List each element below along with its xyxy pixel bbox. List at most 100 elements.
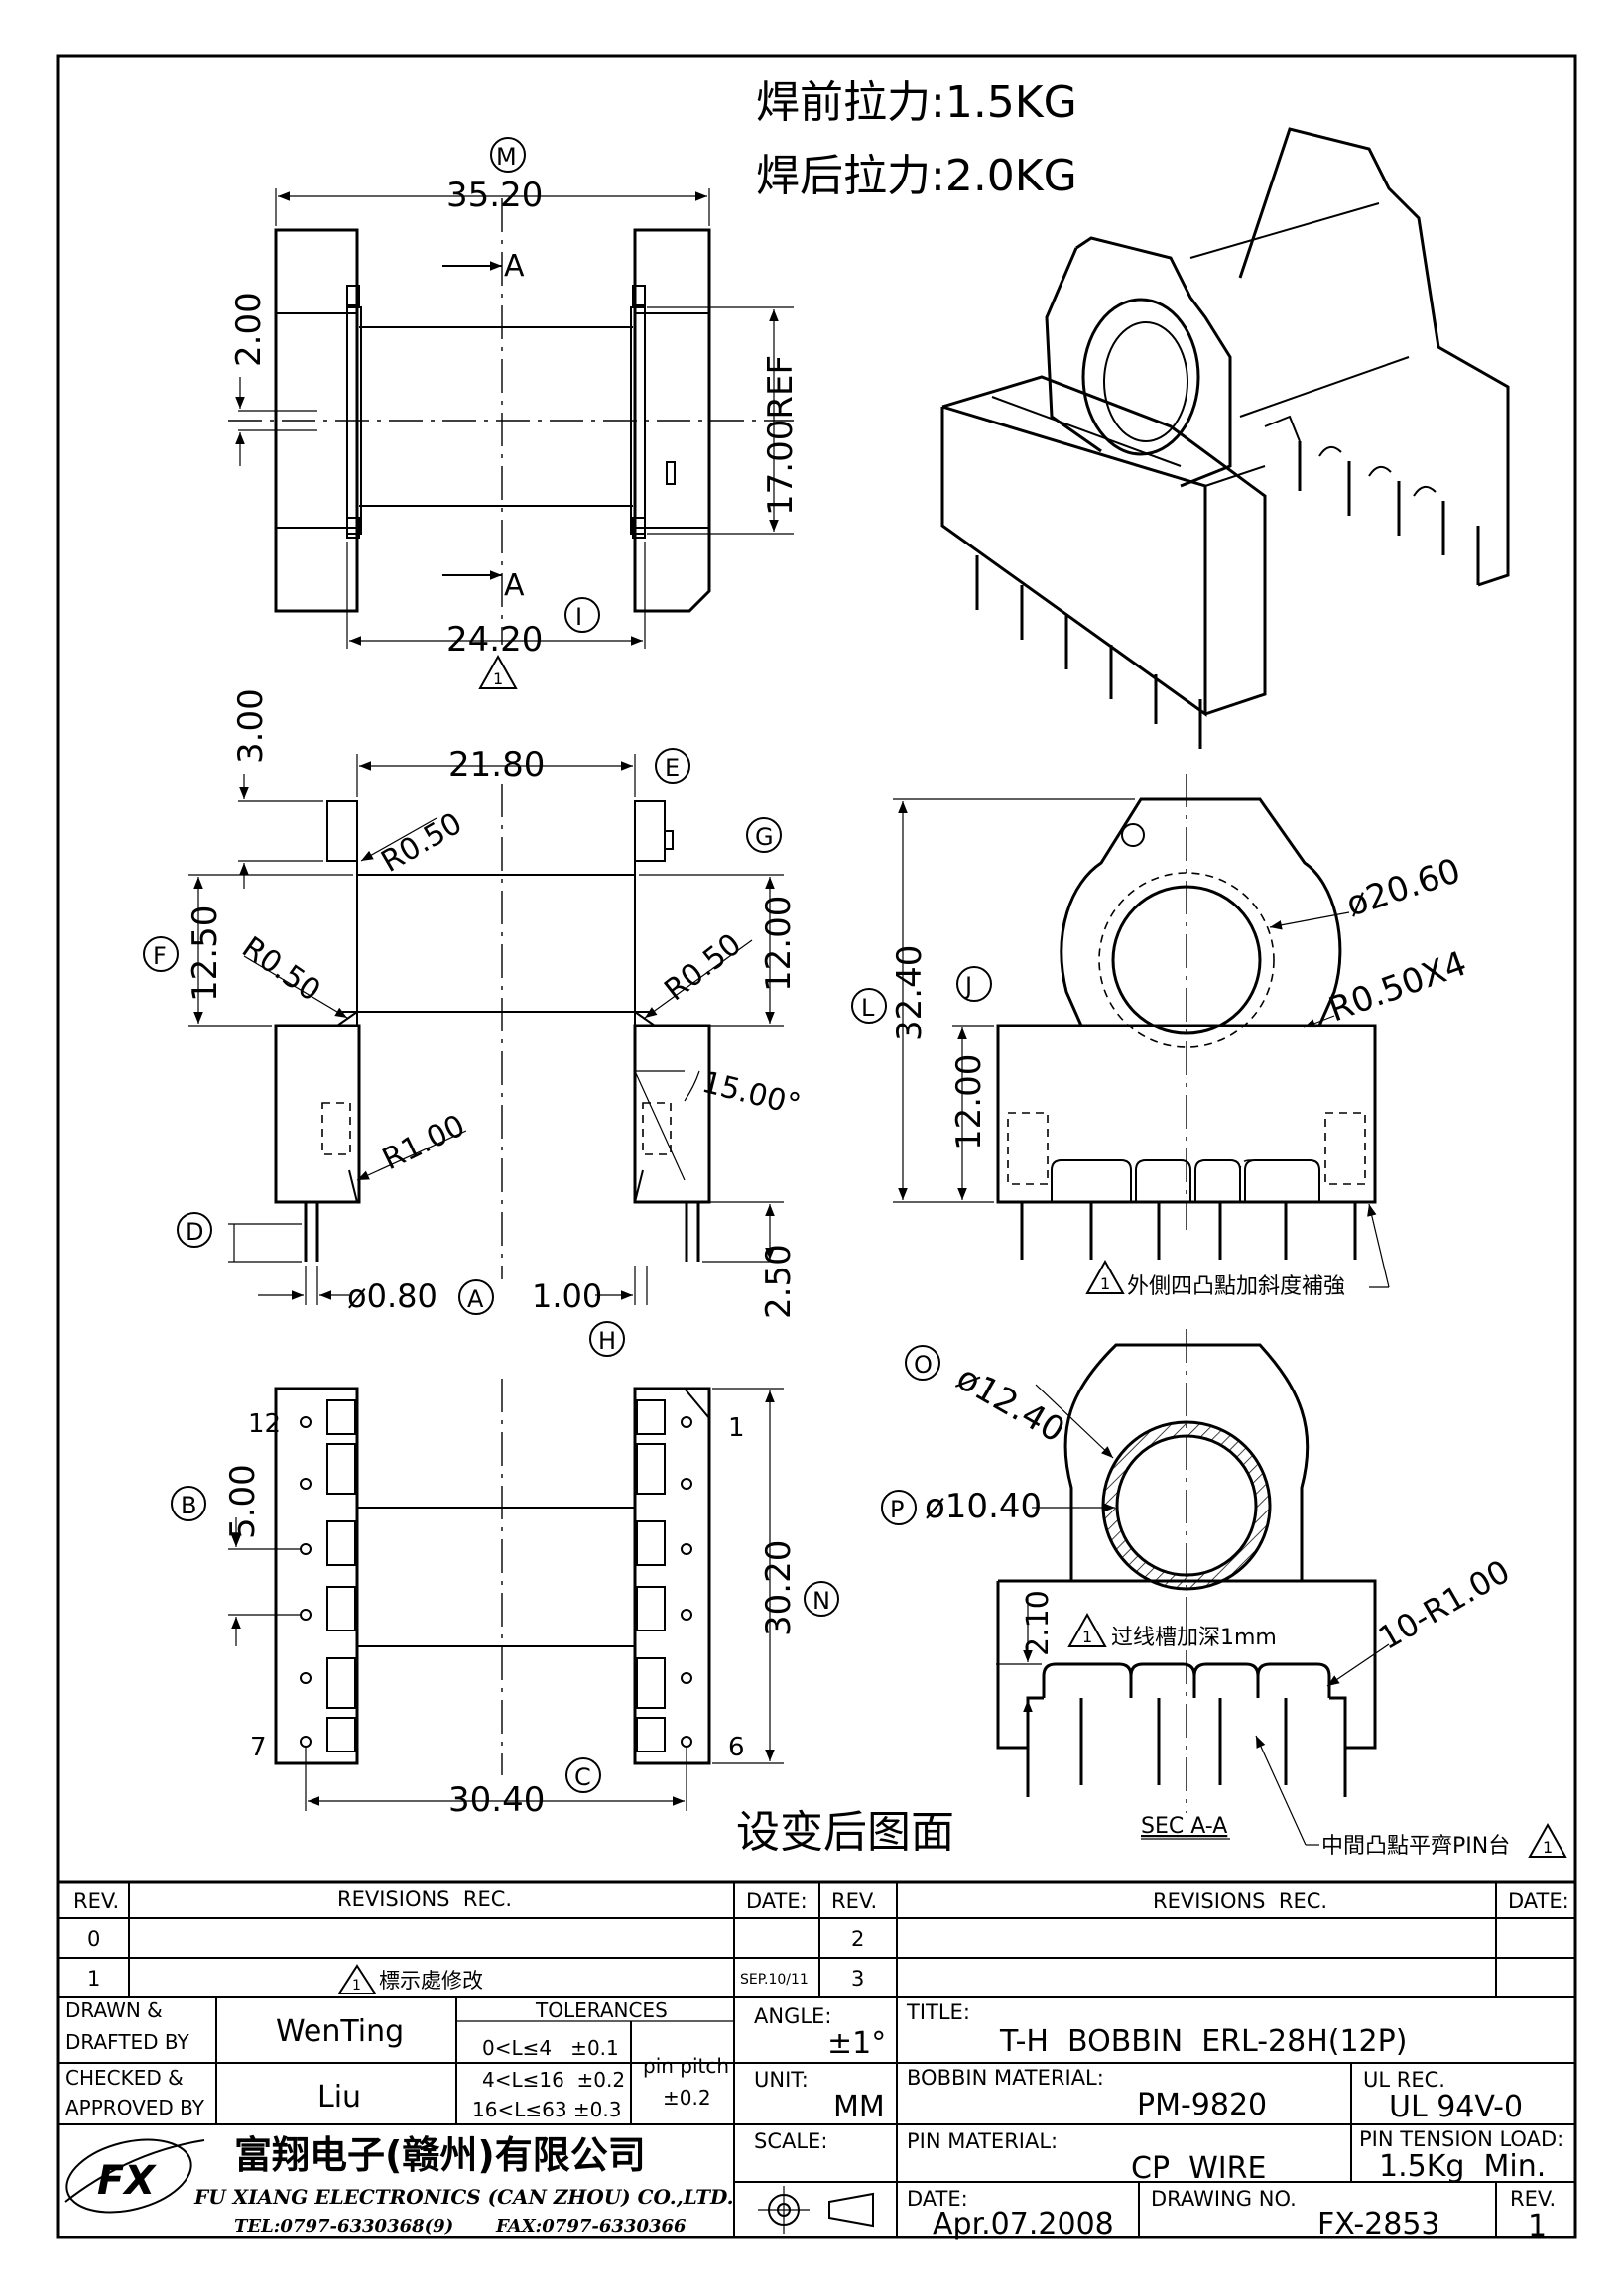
rev-2: 2 [851, 1927, 864, 1951]
unit-value: MM [833, 2090, 885, 2124]
label-g: G [755, 823, 774, 851]
title-label: TITLE: [906, 2000, 970, 2024]
drawn-label-1: DRAWN & [65, 1998, 163, 2022]
radius-10-r1-00: 10-R1.00 [1372, 1552, 1516, 1657]
drawing-no-value: FX-2853 [1317, 2207, 1440, 2241]
pin-pitch-label: pin pitch [643, 2054, 729, 2078]
ul-rec-value: UL 94V-0 [1389, 2090, 1523, 2124]
bobbin-material-value: PM-9820 [1137, 2088, 1267, 2122]
isometric-view [940, 127, 1510, 749]
revisions-header-right: REVISIONS REC. [1153, 1889, 1327, 1913]
label-n: N [812, 1587, 830, 1615]
label-b: B [181, 1492, 196, 1519]
dim-side-12-00: 12.00 [949, 1054, 989, 1150]
pin-7: 7 [250, 1733, 267, 1762]
title-value: T-H BOBBIN ERL-28H(12P) [999, 2024, 1407, 2059]
rev-3: 3 [851, 1967, 864, 1991]
pin-tension-value: 1.5Kg Min. [1379, 2149, 1546, 2184]
angle-15: 15.00° [698, 1065, 804, 1123]
rev-1: 1 [87, 1967, 100, 1991]
front-view: 21.80 E 3.00 12.50 F 12.00 G R0.50 R0.50… [143, 688, 804, 1357]
side-note: 外側四凸點加斜度補強 [1127, 1274, 1345, 1299]
dim-21-80: 21.80 [448, 745, 545, 785]
label-m: M [496, 143, 517, 171]
sheet-border [56, 54, 1577, 2239]
dim-30-20: 30.20 [759, 1540, 799, 1636]
label-o: O [914, 1351, 933, 1379]
label-f: F [153, 942, 167, 970]
pin-pitch-value: ±0.2 [663, 2086, 711, 2110]
section-title: SEC A-A [1141, 1814, 1227, 1839]
rev-0: 0 [87, 1927, 100, 1951]
unit-label: UNIT: [754, 2068, 809, 2092]
label-e: E [665, 754, 680, 782]
rev-1-note: 標示處修改 [379, 1969, 483, 1993]
side-view: 32.40 L 12.00 J ø20.60 R0.50X4 1 外側四凸點加斜… [851, 774, 1472, 1299]
dim-3-00: 3.00 [231, 688, 271, 764]
pin-note: 中間凸點平齊PIN台 [1321, 1834, 1510, 1859]
pin-material-value: CP WIRE [1131, 2151, 1266, 2186]
date-value: Apr.07.2008 [933, 2207, 1114, 2241]
dim-2-00: 2.00 [229, 292, 269, 367]
bottom-view: 12 1 7 6 5.00 B 30.20 N 30.40 C [171, 1379, 839, 1820]
dim-5-00: 5.00 [223, 1464, 263, 1539]
section-marker-bottom: A [504, 568, 525, 603]
angle-label: ANGLE: [754, 2004, 831, 2028]
date-header-right: DATE: [1508, 1889, 1569, 1913]
rev-label: REV. [1510, 2187, 1556, 2211]
dim-2-50: 2.50 [759, 1244, 799, 1319]
revisions-header-left: REVISIONS REC. [337, 1887, 512, 1911]
company-fax: FAX:0797-6330366 [495, 2216, 687, 2236]
top-view: A A 35.20 M 24.20 I 1 2.00 17.00REF [228, 137, 801, 689]
radius-r0-50-left: R0.50 [235, 930, 326, 1009]
section-marker-top: A [504, 249, 525, 284]
logo-text: FX [97, 2158, 157, 2204]
label-a: A [467, 1285, 484, 1313]
rev-mark-top: 1 [493, 669, 503, 688]
section-caption: 设变后图面 [736, 1807, 954, 1858]
dim-12-50: 12.50 [186, 906, 225, 1002]
title-block: REV. REVISIONS REC. DATE: REV. REVISIONS… [58, 1880, 1575, 2243]
angle-value: ±1° [827, 2026, 886, 2061]
pull-after-text: 焊后拉力:2.0KG [756, 151, 1077, 201]
tolerance-2: 4<L≤16 ±0.2 [482, 2068, 625, 2092]
checked-label-2: APPROVED BY [65, 2096, 205, 2119]
drawn-label-2: DRAFTED BY [65, 2030, 190, 2054]
rev-mark-groove: 1 [1082, 1628, 1092, 1646]
checked-label-1: CHECKED & [65, 2066, 184, 2090]
pull-before-text: 焊前拉力:1.5KG [756, 77, 1077, 128]
rev-1-date: SEP.10/11 [740, 1972, 809, 1988]
pin-6: 6 [728, 1733, 745, 1762]
groove-note: 过线槽加深1mm [1111, 1626, 1277, 1650]
bobbin-material-label: BOBBIN MATERIAL: [907, 2066, 1104, 2090]
tolerances-header: TOLERANCES [535, 1998, 668, 2022]
dim-24-20: 24.20 [446, 620, 543, 660]
radius-r0-50-right: R0.50 [658, 927, 748, 1009]
checked-by: Liu [317, 2080, 361, 2115]
ul-rec-label: UL REC. [1363, 2068, 1445, 2092]
rev-value: 1 [1528, 2209, 1547, 2243]
dim-pin-dia: ø0.80 [347, 1277, 437, 1315]
company-logo: FX [64, 2138, 205, 2214]
rev-1-mark: 1 [352, 1978, 361, 1994]
label-p: P [890, 1496, 904, 1523]
label-i: I [575, 603, 582, 631]
rev-header-left: REV. [73, 1889, 119, 1913]
label-d: D [186, 1218, 203, 1246]
dim-12-00: 12.00 [759, 896, 799, 992]
dim-30-40: 30.40 [448, 1780, 545, 1820]
label-l: L [861, 994, 875, 1022]
label-c: C [574, 1763, 591, 1791]
company-name-en: FU XIANG ELECTRONICS (CAN ZHOU) CO.,LTD. [193, 2185, 734, 2209]
rev-header-right: REV. [831, 1889, 877, 1913]
dim-32-40: 32.40 [890, 945, 930, 1041]
tolerance-1: 0<L≤4 ±0.1 [482, 2036, 619, 2060]
drawing-no-label: DRAWING NO. [1151, 2187, 1297, 2211]
dia-12-40: ø12.40 [950, 1358, 1071, 1451]
scale-label: SCALE: [754, 2129, 827, 2153]
pin-12: 12 [248, 1409, 281, 1439]
pin-1: 1 [728, 1413, 745, 1443]
dim-35-20: 35.20 [446, 176, 543, 215]
company-tel: TEL:0797-6330368(9) [234, 2216, 453, 2236]
